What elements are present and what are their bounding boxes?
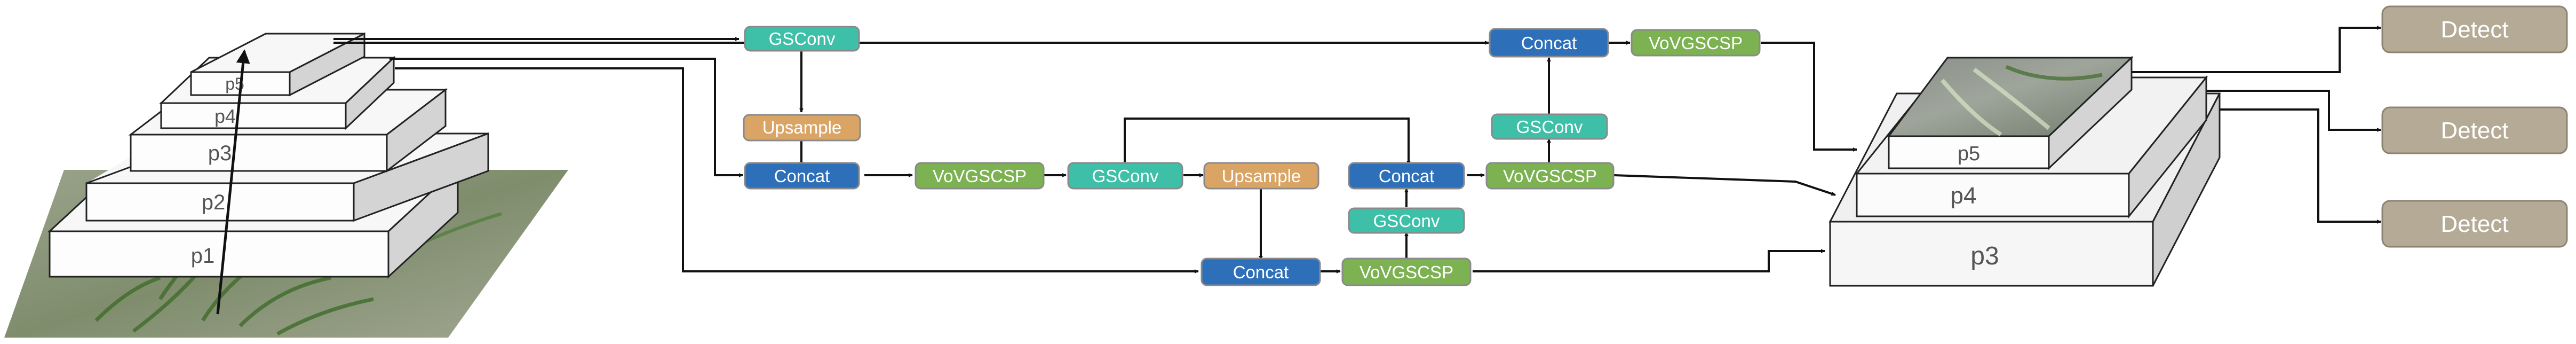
concat-node-4: Concat (1489, 28, 1609, 58)
backbone-pyramid: p1 p2 p3 p4 p5 (4, 32, 568, 338)
svg-text:GSConv: GSConv (1516, 117, 1583, 137)
concat-node-2: Concat (1200, 257, 1321, 286)
head-level-p5: p5 (1887, 56, 2134, 170)
gsconv-node-4: GSConv (1491, 113, 1608, 140)
svg-text:Detect: Detect (2440, 118, 2508, 144)
neck-connectors (333, 26, 2381, 273)
concat-node-3: Concat (1348, 162, 1465, 190)
svg-text:GSConv: GSConv (1092, 166, 1159, 186)
svg-text:Concat: Concat (1379, 166, 1435, 186)
p1-label: p1 (191, 244, 215, 268)
neck-nodes: GSConv Upsample Concat VoVGSCSP GSConv U… (743, 26, 1761, 286)
svg-text:Concat: Concat (774, 166, 830, 186)
svg-text:GSConv: GSConv (769, 29, 836, 49)
upsample-node-2: Upsample (1203, 162, 1319, 190)
head-p4-label: p4 (1951, 183, 1977, 209)
gsconv-node-1: GSConv (744, 26, 860, 52)
svg-text:Concat: Concat (1233, 262, 1289, 282)
svg-text:Detect: Detect (2440, 17, 2508, 43)
gsconv-node-3: GSConv (1348, 207, 1465, 234)
head-pyramid: p3 p4 p5 (1828, 56, 2221, 287)
upsample-node-1: Upsample (743, 114, 861, 142)
detect-outputs: Detect Detect Detect (2381, 5, 2568, 248)
svg-text:GSConv: GSConv (1373, 211, 1440, 231)
detect-node-3: Detect (2381, 200, 2568, 248)
backbone-level-p5: p5 (190, 32, 365, 97)
svg-text:VoVGSCSP: VoVGSCSP (1503, 166, 1597, 186)
svg-text:VoVGSCSP: VoVGSCSP (933, 166, 1027, 186)
detect-node-2: Detect (2381, 106, 2568, 154)
vovgscsp-node-3: VoVGSCSP (1485, 162, 1615, 190)
concat-node-1: Concat (744, 162, 860, 190)
p2-label: p2 (202, 191, 226, 214)
svg-text:Upsample: Upsample (762, 118, 842, 137)
backbone-arrow (216, 49, 250, 315)
svg-text:VoVGSCSP: VoVGSCSP (1649, 33, 1743, 53)
p4-label: p4 (214, 105, 236, 127)
svg-text:VoVGSCSP: VoVGSCSP (1359, 262, 1453, 282)
svg-text:Detect: Detect (2440, 211, 2508, 237)
vovgscsp-node-2: VoVGSCSP (1341, 257, 1472, 286)
vovgscsp-node-4: VoVGSCSP (1631, 29, 1761, 57)
svg-text:Upsample: Upsample (1222, 166, 1301, 186)
vovgscsp-node-1: VoVGSCSP (915, 162, 1045, 190)
detect-node-1: Detect (2381, 5, 2568, 53)
head-p5-label: p5 (1958, 143, 1980, 165)
p3-label: p3 (208, 142, 232, 165)
gsconv-node-2: GSConv (1067, 162, 1183, 190)
head-p3-label: p3 (1970, 242, 1999, 270)
svg-text:Concat: Concat (1521, 33, 1577, 53)
